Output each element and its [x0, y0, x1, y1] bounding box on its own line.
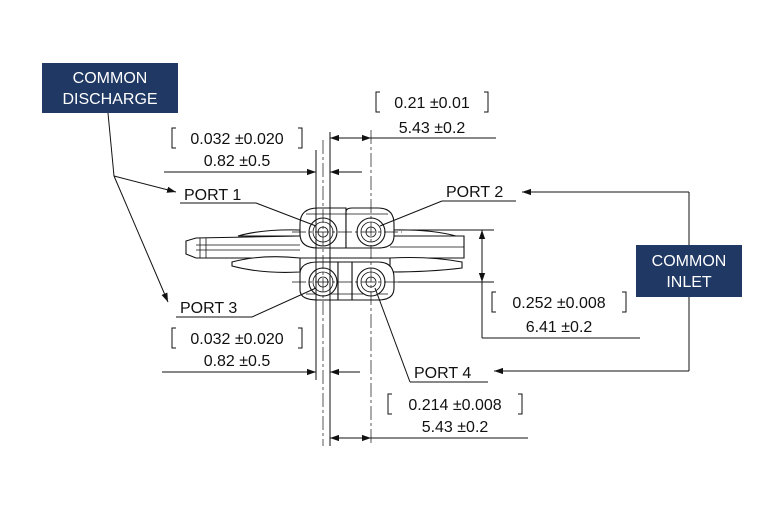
dim-bottom-spacing-mm: 5.43 ±0.2 [422, 419, 489, 436]
port2-label: PORT 2 [379, 184, 516, 227]
port1-text: PORT 1 [184, 187, 241, 204]
manifold-body [185, 207, 465, 301]
port3-text: PORT 3 [180, 300, 237, 317]
dim-top-spacing-inch: 0.21 ±0.01 [394, 95, 470, 112]
common-discharge-callout: COMMON DISCHARGE [42, 63, 178, 303]
center-lines [292, 130, 402, 446]
port1-label: PORT 1 [180, 187, 317, 227]
common-inlet-box [636, 245, 742, 297]
dim-bottom-left-offset-inch: 0.032 ±0.020 [190, 331, 283, 348]
port4-text: PORT 4 [414, 365, 471, 382]
port2-text: PORT 2 [446, 184, 503, 201]
common-discharge-line2: DISCHARGE [62, 91, 157, 108]
dim-top-spacing: 0.21 ±0.01 5.43 ±0.2 [330, 91, 496, 142]
dim-top-left-offset-inch: 0.032 ±0.020 [190, 131, 283, 148]
dim-right-vertical-inch: 0.252 ±0.008 [512, 295, 605, 312]
common-inlet-callout: COMMON INLET [494, 188, 742, 375]
dim-top-spacing-mm: 5.43 ±0.2 [399, 120, 466, 137]
extension-lines [315, 132, 494, 446]
port3-label: PORT 3 [176, 287, 317, 318]
dim-bottom-left-offset-mm: 0.82 ±0.5 [204, 353, 271, 370]
dim-bottom-left-offset: 0.032 ±0.020 0.82 ±0.5 [162, 327, 360, 376]
dim-bottom-spacing-inch: 0.214 ±0.008 [408, 397, 501, 414]
dim-right-vertical: 0.252 ±0.008 6.41 ±0.2 [478, 230, 640, 339]
common-inlet-line2: INLET [666, 274, 712, 291]
dim-right-vertical-mm: 6.41 ±0.2 [526, 319, 593, 336]
common-discharge-box [42, 63, 178, 113]
dim-top-left-offset: 0.032 ±0.020 0.82 ±0.5 [164, 127, 362, 176]
common-inlet-line1: COMMON [652, 253, 727, 270]
port4-label: PORT 4 [374, 287, 488, 383]
dim-top-left-offset-mm: 0.82 ±0.5 [204, 153, 271, 170]
common-discharge-line1: COMMON [73, 70, 148, 87]
dim-bottom-spacing: 0.214 ±0.008 5.43 ±0.2 [330, 393, 528, 442]
